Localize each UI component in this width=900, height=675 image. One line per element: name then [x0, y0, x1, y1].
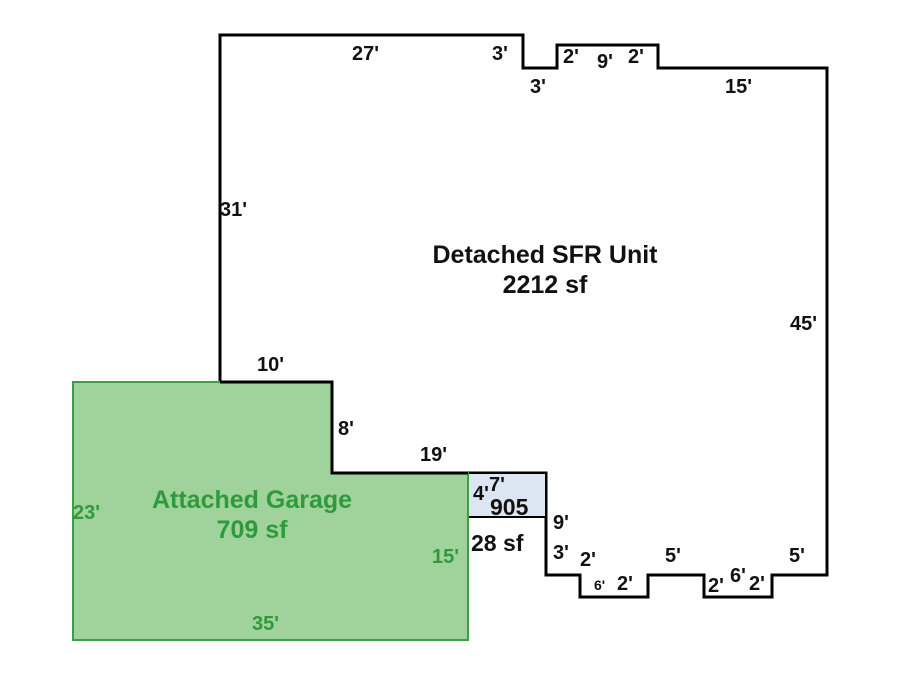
dim-label: 3' [530, 76, 546, 98]
dim-label: 6' [594, 577, 606, 593]
dim-label: 5' [789, 545, 805, 567]
dim-label: 3' [553, 542, 569, 564]
dim-label: 2' [749, 573, 765, 595]
garage-dim-label: 15' [432, 546, 460, 568]
dim-label: 9' [597, 51, 613, 73]
dim-label: 2' [617, 573, 633, 595]
small-area-size: 28 sf [471, 530, 524, 556]
dim-label: 7' [489, 474, 505, 496]
dim-label: 2' [563, 46, 579, 68]
dim-label: 19' [420, 444, 448, 466]
dim-label: 2' [628, 46, 644, 68]
dim-label: 15' [725, 76, 753, 98]
small-area-905 [467, 472, 547, 518]
dim-label: 31' [220, 199, 248, 221]
garage-dim-label: 23' [73, 502, 101, 524]
garage-shared-wall [220, 380, 468, 475]
dim-label: 45' [790, 313, 818, 335]
dim-label: 9' [553, 512, 569, 534]
dim-label: 8' [338, 418, 354, 440]
garage-dim-label: 35' [252, 613, 280, 635]
dim-label: 10' [257, 354, 285, 376]
dim-label: 2' [708, 575, 724, 597]
dim-label: 27' [352, 43, 380, 65]
small-area-code: 905 [490, 494, 529, 520]
dim-label: 5' [665, 545, 681, 567]
dim-label: 2' [580, 549, 596, 571]
dim-label: 3' [492, 43, 508, 65]
dim-label: 6' [730, 565, 746, 587]
dim-label: 4' [473, 483, 489, 505]
